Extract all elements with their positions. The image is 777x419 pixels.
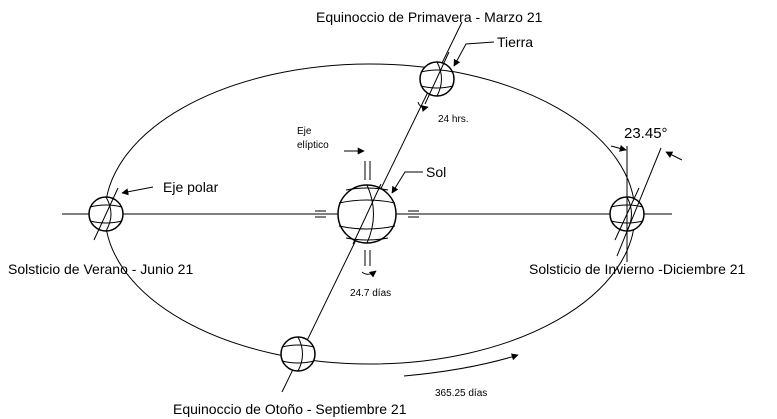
- sun-pointer-line: [391, 171, 423, 194]
- label-autumn-equinox: Equinoccio de Otoño - Septiembre 21: [173, 401, 407, 417]
- label-year: 365.25 días: [435, 388, 487, 399]
- label-sun: Sol: [426, 164, 446, 180]
- earth-summer-solstice: [88, 187, 124, 241]
- orbit-direction-arrow: [403, 353, 519, 377]
- earth-autumn-equinox: [280, 336, 316, 372]
- sun-plane-marks: [315, 210, 419, 218]
- earth-pointer-line: [453, 41, 495, 67]
- sun-rotation-arrow: [361, 270, 377, 278]
- label-spring-equinox: Equinoccio de Primavera - Marzo 21: [316, 9, 543, 25]
- sun-body: [337, 183, 397, 245]
- label-summer-solstice: Solsticio de Verano - Junio 21: [8, 261, 193, 277]
- label-hours: 24 hrs.: [438, 114, 469, 125]
- label-sun-rotation: 24.7 días: [350, 288, 391, 299]
- earth-spring-equinox: [419, 51, 455, 105]
- tilt-indicator: [610, 144, 683, 262]
- label-tilt: 23.45°: [624, 125, 668, 142]
- label-polar-axis: Eje polar: [163, 179, 219, 195]
- polar-axis-pointer: [121, 186, 154, 196]
- ecliptic-axis-marks: [364, 161, 371, 266]
- label-ecliptic-axis-2: elíptico: [297, 140, 329, 151]
- label-earth: Tierra: [497, 34, 533, 50]
- label-winter-solstice: Solsticio de Invierno -Diciembre 21: [529, 261, 746, 277]
- label-ecliptic-axis-1: Eje: [297, 126, 312, 137]
- earth-rotation-arrow: [417, 101, 429, 112]
